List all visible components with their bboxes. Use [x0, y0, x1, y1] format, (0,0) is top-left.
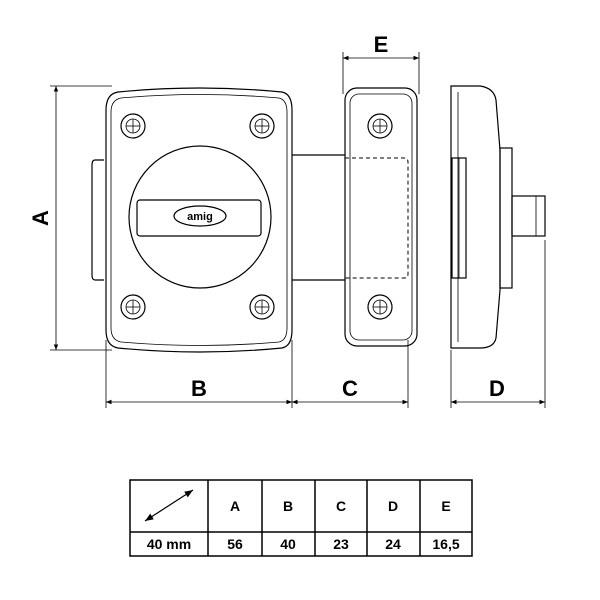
dimension-label-c: C — [342, 376, 358, 401]
dimension-label-b: B — [191, 376, 207, 401]
table-header-a: A — [230, 498, 240, 514]
diagonal-size-icon — [144, 489, 194, 522]
amig-logo: amig — [173, 205, 227, 227]
table-header-c: C — [336, 498, 346, 514]
screw-bottom-left — [120, 294, 146, 320]
table-header-b: B — [283, 498, 293, 514]
screw-bottom-right — [249, 294, 275, 320]
table-cell-d: 24 — [385, 536, 401, 552]
bolt — [292, 154, 409, 281]
screw-top-left — [120, 113, 146, 139]
table-header-e: E — [441, 498, 450, 514]
logo-text: amig — [187, 211, 213, 223]
strike-screw-top — [367, 113, 393, 139]
table-cell-c: 23 — [333, 536, 349, 552]
spec-table: A B C D E 40 mm 56 40 23 24 16,5 — [129, 479, 473, 557]
strike-plate — [344, 87, 418, 347]
table-cell-e: 16,5 — [432, 536, 459, 552]
dimension-label-a: A — [28, 210, 53, 226]
dimension-label-d: D — [489, 376, 505, 401]
dimension-c: C — [292, 340, 409, 408]
dimension-b: B — [105, 340, 293, 408]
dimension-e: E — [342, 32, 420, 94]
strike-screw-bottom — [367, 294, 393, 320]
lock-body-front-view: amig — [91, 87, 293, 353]
dimension-label-e: E — [374, 32, 389, 57]
dimension-d: D — [450, 240, 546, 408]
table-header-d: D — [388, 498, 398, 514]
dimension-a: A — [28, 85, 112, 351]
turn-knob — [136, 199, 262, 237]
lock-body-side-view — [450, 85, 546, 349]
screw-top-right — [249, 113, 275, 139]
table-cell-b: 40 — [280, 536, 296, 552]
table-cell-a: 56 — [227, 536, 243, 552]
table-cell-size: 40 mm — [147, 536, 191, 552]
turn-disc — [128, 145, 272, 289]
